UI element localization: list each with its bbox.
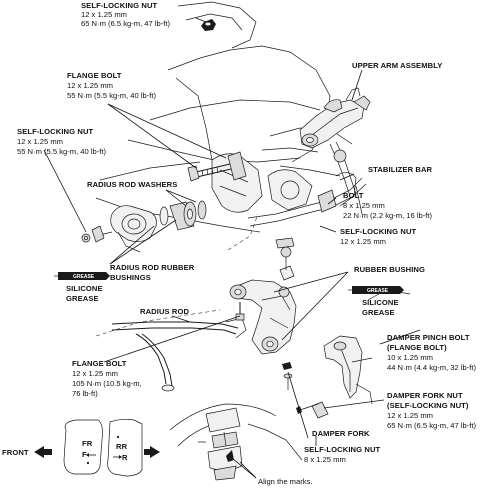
- flange-bolt-upper-title: FLANGE BOLT: [67, 71, 122, 80]
- lower-arm: [229, 237, 297, 355]
- r-mark-text: R: [122, 453, 128, 462]
- self-locking-nut-left-size: 12 x 1.25 mm: [17, 137, 63, 146]
- flange-bolt-lower-size: 12 x 1.25 mm: [72, 369, 118, 378]
- f-arrow-head: [86, 453, 89, 457]
- damper-pinch-bolt-line1: DAMPER PINCH BOLT: [387, 333, 470, 342]
- stabilizer-bar-label: STABILIZER BAR: [368, 165, 433, 174]
- grease-tag-right-text: GREASE: [367, 288, 389, 294]
- silicone-grease-right-line2: GREASE: [362, 308, 395, 317]
- r-arrow-head: [119, 455, 122, 459]
- fr-mark-text: FR: [82, 439, 93, 448]
- flange-bolt-lower-title: FLANGE BOLT: [72, 359, 127, 368]
- f-mark-text: F: [82, 450, 87, 459]
- bolt-8mm-size: 8 x 1.25 mm: [343, 201, 385, 210]
- radius-rod-rubber-bushings-line1: RADIUS ROD RUBBER: [110, 263, 195, 272]
- damper-fork-nut-line2: (SELF-LOCKING NUT): [387, 401, 469, 410]
- flange-bolt-lower-torque-line2: 76 lb-ft): [72, 389, 98, 398]
- self-locking-nut-right-title: SELF-LOCKING NUT: [340, 227, 417, 236]
- damper-pinch-bolt-line2: (FLANGE BOLT): [387, 343, 447, 352]
- silicone-grease-left-line2: GREASE: [66, 294, 99, 303]
- reference-line: [95, 309, 221, 337]
- reference-line-2: [227, 213, 259, 251]
- self-locking-nut-bottom-size: 8 x 1.25 mm: [304, 455, 346, 464]
- radius-rod-bushing-stack: [81, 200, 207, 253]
- front-arrow-icon: [34, 446, 52, 458]
- silicone-grease-right-line1: SILICONE: [362, 298, 399, 307]
- radius-rod-washers-label: RADIUS ROD WASHERS: [87, 180, 177, 189]
- rr-dot: [116, 435, 120, 439]
- upper-arm-assembly-label: UPPER ARM ASSEMBLY: [352, 61, 442, 70]
- damper-fork-nut-line1: DAMPER FORK NUT: [387, 391, 463, 400]
- self-locking-nut-left-title: SELF-LOCKING NUT: [17, 127, 94, 136]
- flange-bolt-lower-torque-line1: 105 N·m (10.5 kg-m,: [72, 379, 142, 388]
- grease-tag-right: GREASE: [348, 286, 404, 294]
- silicone-grease-left-line1: SILICONE: [66, 284, 103, 293]
- lower-nut-stack: [282, 362, 293, 390]
- self-locking-nut-top-size: 12 x 1.25 mm: [81, 10, 127, 19]
- ball-joint-detail: [169, 403, 303, 481]
- flange-bolt-upper-torque: 55 N·m (5.5 kg-m, 40 lb-ft): [67, 91, 157, 100]
- rubber-bushing-label: RUBBER BUSHING: [354, 265, 425, 274]
- top-nut: [201, 19, 216, 31]
- grease-tag-left: GREASE: [54, 272, 110, 280]
- flange-bolt-upper-size: 12 x 1.25 mm: [67, 81, 113, 90]
- bolt-8mm-title: BOLT: [343, 191, 364, 200]
- upper-arm-assembly: [299, 87, 371, 197]
- bolt-8mm-torque: 22 N·m (2.2 kg-m, 16 lb-ft): [343, 211, 433, 220]
- align-marks-note: Align the marks.: [258, 477, 312, 486]
- damper-pinch-bolt-size: 10 x 1.25 mm: [387, 353, 433, 362]
- labels: SELF-LOCKING NUT 12 x 1.25 mm 65 N·m (6.…: [17, 1, 477, 486]
- body-structure: [95, 1, 411, 301]
- self-locking-nut-top-title: SELF-LOCKING NUT: [81, 1, 158, 10]
- rr-mark-text: RR: [116, 442, 128, 451]
- front-indicator: FRONT: [2, 446, 52, 458]
- front-label: FRONT: [2, 448, 29, 457]
- grease-tag-left-text: GREASE: [73, 274, 95, 280]
- radius-rod-rubber-bushings-line2: BUSHINGS: [110, 273, 151, 282]
- damper-fork: [296, 335, 373, 419]
- radius-rod-label: RADIUS ROD: [140, 307, 190, 316]
- damper-fork-label: DAMPER FORK: [312, 429, 370, 438]
- damper-fork-nut-torque: 65 N·m (6.5 kg-m, 47 lb-ft): [387, 421, 477, 430]
- flange-bolt-upper: [187, 151, 247, 182]
- self-locking-nut-left-torque: 55 N·m (5.5 kg-m, 40 lb-ft): [17, 147, 107, 156]
- stabilizer-bar: [247, 177, 367, 227]
- self-locking-nut-top-torque: 65 N·m (6.5 kg-m, 47 lb-ft): [81, 19, 171, 28]
- self-locking-nut-bottom-title: SELF-LOCKING NUT: [304, 445, 381, 454]
- alignment-marks: FR F RR R: [63, 418, 143, 477]
- rear-arrow-icon: [144, 446, 160, 458]
- damper-fork-nut-size: 12 x 1.25 mm: [387, 411, 433, 420]
- self-locking-nut-right-size: 12 x 1.25 mm: [340, 237, 386, 246]
- fr-dot: [86, 461, 90, 465]
- leader-lines: [43, 17, 421, 479]
- damper-pinch-bolt-torque: 44 N·m (4.4 kg-m, 32 lb-ft): [387, 363, 477, 372]
